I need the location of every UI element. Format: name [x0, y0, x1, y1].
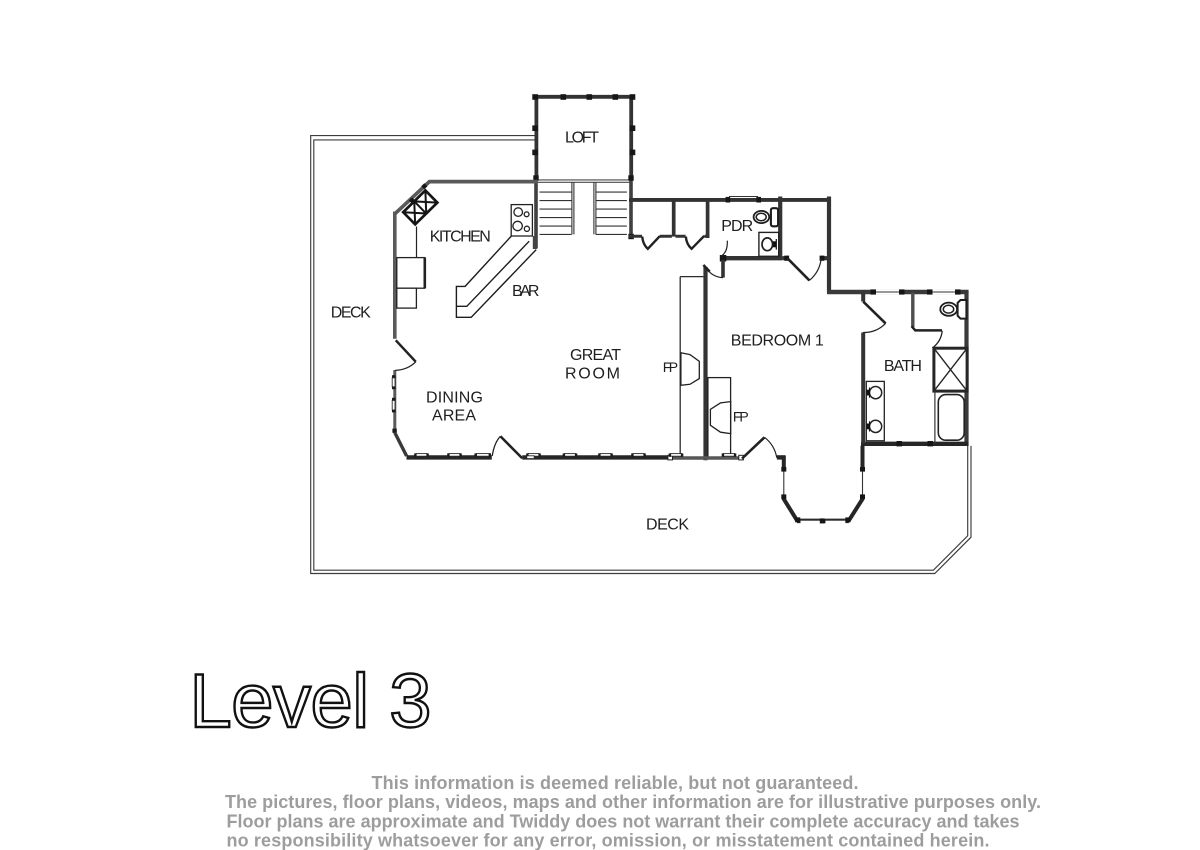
- svg-text:GREAT: GREAT: [570, 347, 622, 364]
- svg-text:KITCHEN: KITCHEN: [430, 229, 492, 246]
- svg-text:DECK: DECK: [646, 516, 690, 533]
- svg-text:LOFT: LOFT: [565, 130, 600, 147]
- svg-text:The pictures, floor plans, vid: The pictures, floor plans, videos, maps …: [225, 792, 1041, 812]
- svg-text:FP: FP: [733, 409, 749, 425]
- svg-text:BAR: BAR: [512, 283, 541, 300]
- svg-text:no responsibility whatsoever f: no responsibility whatsoever for any err…: [227, 831, 990, 850]
- svg-text:This information is deemed rel: This information is deemed reliable, but…: [372, 773, 859, 793]
- svg-text:PDR: PDR: [721, 218, 754, 235]
- svg-text:BATH: BATH: [884, 358, 923, 375]
- svg-text:FP: FP: [663, 359, 679, 375]
- svg-text:ROOM: ROOM: [565, 366, 621, 383]
- svg-text:DECK: DECK: [331, 305, 372, 322]
- svg-text:Floor plans are approximate an: Floor plans are approximate and Twiddy d…: [227, 811, 1020, 831]
- svg-text:AREA: AREA: [432, 408, 477, 425]
- svg-text:Level 3: Level 3: [190, 659, 432, 744]
- svg-text:BEDROOM 1: BEDROOM 1: [731, 332, 825, 349]
- svg-text:DINING: DINING: [426, 390, 484, 407]
